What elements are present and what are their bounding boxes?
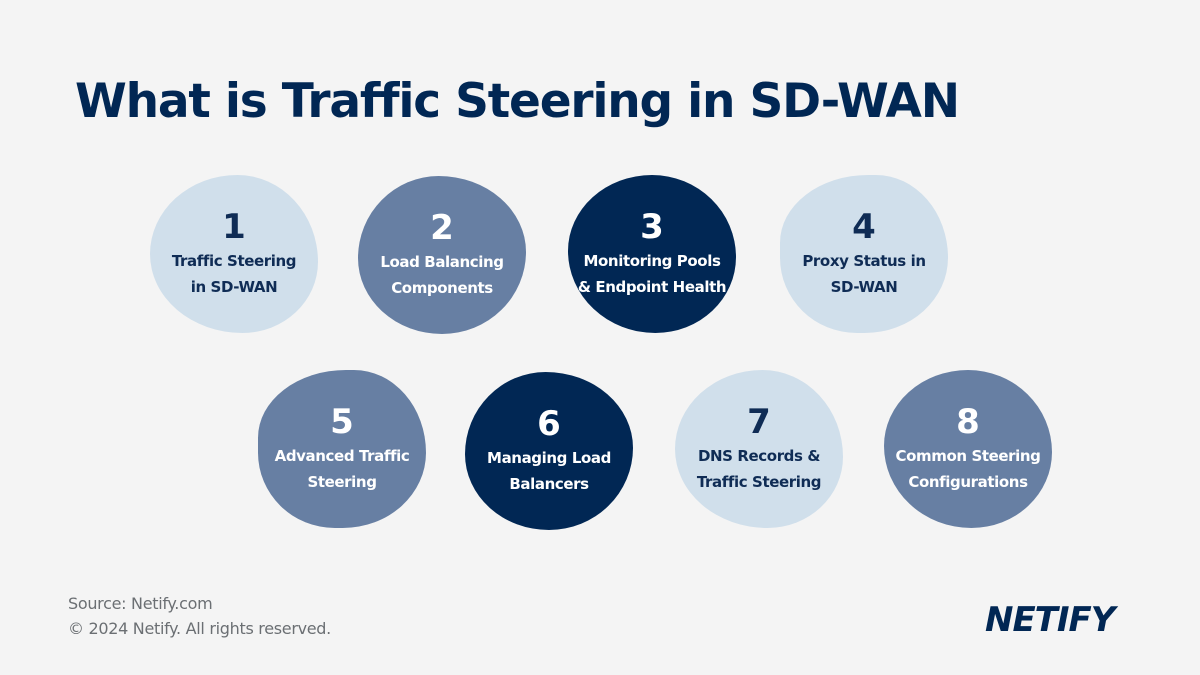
- topic-label: Load Balancing Components: [380, 253, 504, 297]
- topic-number: 7: [747, 402, 771, 442]
- source-text: Source: Netify.com: [68, 594, 213, 613]
- copyright-text: © 2024 Netify. All rights reserved.: [68, 619, 331, 638]
- netify-logo: NETIFY: [985, 600, 1115, 640]
- topic-circle-1: 1 Traffic Steering in SD-WAN: [150, 175, 318, 333]
- topic-label: DNS Records & Traffic Steering: [696, 447, 822, 491]
- topic-label: Managing Load Balancers: [487, 449, 611, 493]
- topic-circle-8: 8 Common Steering Configurations: [884, 370, 1052, 528]
- topic-circle-7: 7 DNS Records & Traffic Steering: [675, 370, 843, 528]
- topic-circle-2: 2 Load Balancing Components: [358, 176, 526, 334]
- topic-number: 5: [330, 402, 354, 442]
- topic-circle-4: 4 Proxy Status in SD-WAN: [780, 175, 948, 333]
- topic-number: 4: [852, 207, 876, 247]
- topic-number: 3: [640, 207, 664, 247]
- topic-number: 8: [956, 402, 980, 442]
- topic-number: 1: [222, 207, 246, 247]
- topic-label: Traffic Steering in SD-WAN: [171, 252, 297, 296]
- topic-label: Proxy Status in SD-WAN: [802, 252, 926, 296]
- topic-label: Common Steering Configurations: [895, 447, 1041, 491]
- topic-circle-5: 5 Advanced Traffic Steering: [258, 370, 426, 528]
- topic-circle-3: 3 Monitoring Pools & Endpoint Health: [568, 175, 736, 333]
- topic-circle-6: 6 Managing Load Balancers: [465, 372, 633, 530]
- topic-label: Monitoring Pools & Endpoint Health: [577, 252, 727, 296]
- topic-number: 6: [537, 404, 561, 444]
- page-title: What is Traffic Steering in SD-WAN: [75, 74, 960, 129]
- topic-label: Advanced Traffic Steering: [274, 447, 410, 491]
- topic-number: 2: [430, 208, 454, 248]
